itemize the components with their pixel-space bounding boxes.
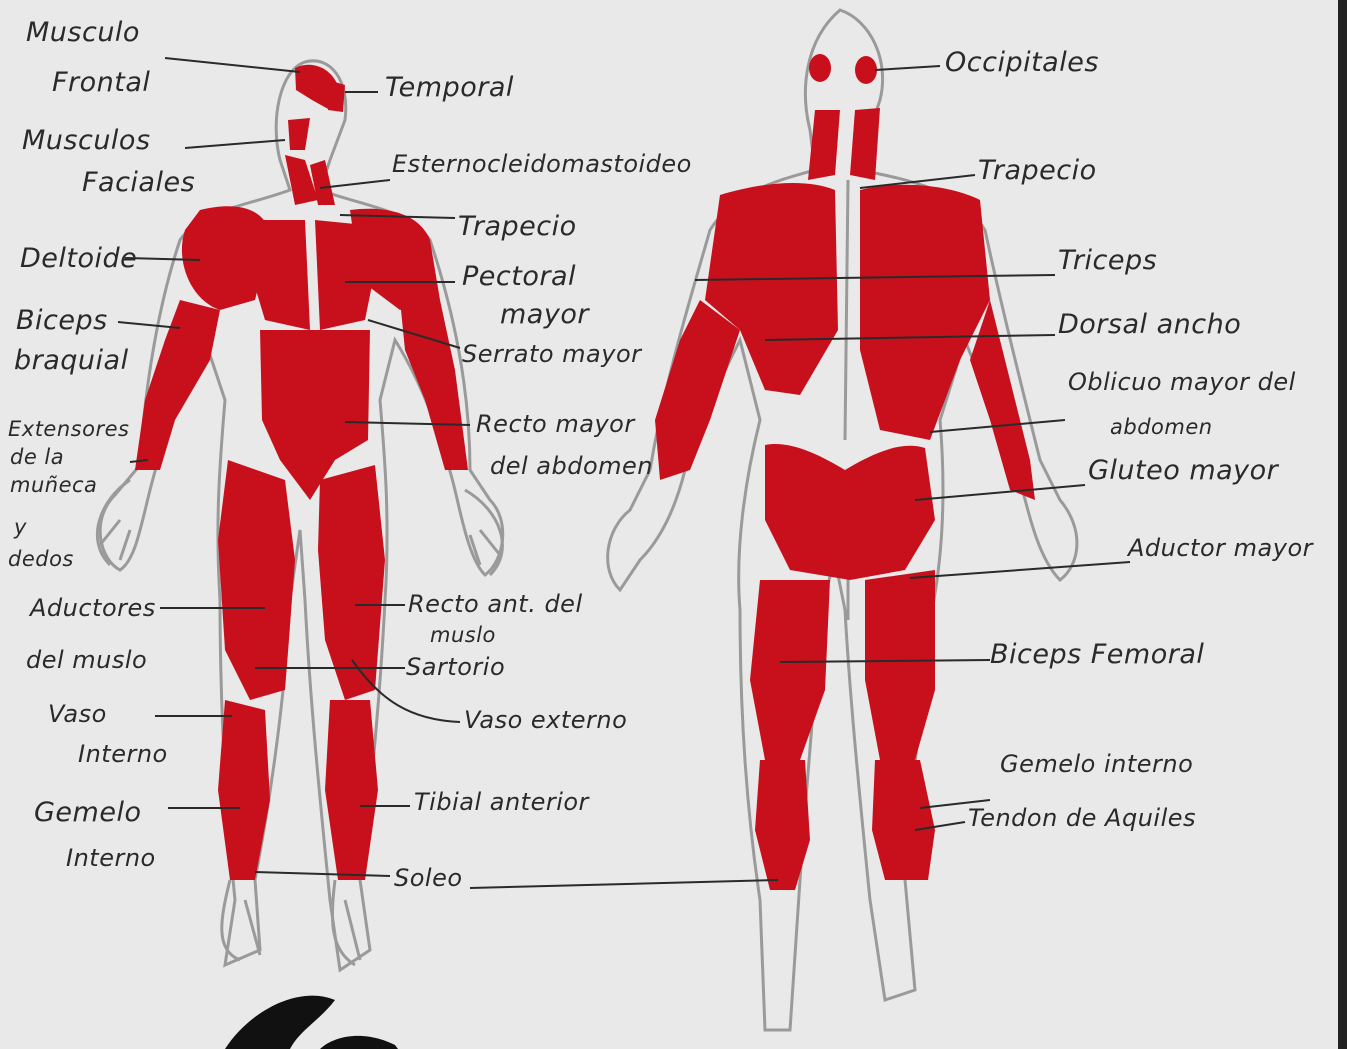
label-occipitales: Occipitales: [945, 48, 1099, 78]
label-musculos-faciales-2: Faciales: [82, 168, 195, 198]
front-left-calf: [218, 700, 270, 880]
label-biceps-1: Biceps: [16, 306, 108, 336]
back-right-thigh: [865, 570, 935, 760]
leader-soleo: [255, 872, 390, 876]
back-right-trapezius: [860, 185, 990, 440]
label-dorsal-ancho: Dorsal ancho: [1058, 310, 1241, 340]
label-recto-muslo-1: Recto ant. del: [408, 592, 583, 616]
front-left-thigh: [218, 460, 295, 700]
back-right-occipital: [855, 56, 877, 84]
label-serrato: Serrato mayor: [462, 342, 642, 366]
leader-faciales: [185, 140, 285, 148]
label-deltoide: Deltoide: [20, 244, 137, 274]
back-left-thigh: [750, 580, 830, 760]
back-right-calf: [872, 760, 935, 880]
label-tendon-aquiles: Tendon de Aquiles: [968, 806, 1196, 830]
label-soleo: Soleo: [394, 866, 463, 890]
front-left-foot: [222, 880, 260, 960]
label-biceps-2: braquial: [14, 346, 129, 376]
leader-esterno: [320, 180, 390, 188]
label-recto-abdomen-1: Recto mayor: [476, 412, 635, 436]
leader-aductor: [910, 562, 1130, 578]
front-chest: [250, 220, 310, 330]
label-aductor-mayor: Aductor mayor: [1128, 536, 1313, 560]
back-gluteus: [765, 444, 935, 580]
label-gemelo-interno-2: Interno: [66, 846, 156, 870]
label-sartorio: Sartorio: [406, 655, 505, 679]
label-musculos-faciales-1: Musculos: [22, 126, 151, 156]
right-edge-shadow: [1338, 0, 1347, 1049]
label-recto-muslo-2: muslo: [430, 624, 496, 646]
front-right-calf: [325, 700, 378, 880]
label-temporal: Temporal: [385, 73, 514, 103]
label-aductores-2: del muslo: [26, 648, 147, 672]
label-gemelo-interno-1: Gemelo: [34, 798, 141, 828]
label-triceps: Triceps: [1058, 246, 1157, 276]
back-left-arm: [655, 300, 740, 480]
back-left-occipital: [809, 54, 831, 82]
label-extensores-4: y: [14, 516, 27, 538]
label-musculo-frontal-2: Frontal: [52, 68, 150, 98]
front-left-hand: [97, 480, 130, 565]
front-facial-muscle: [288, 118, 310, 150]
label-trapecio-back: Trapecio: [978, 156, 1097, 186]
label-oblicuo-1: Oblicuo mayor del: [1068, 370, 1296, 394]
front-chest-right: [315, 220, 375, 330]
label-trapecio: Trapecio: [458, 212, 577, 242]
label-pectoral-1: Pectoral: [462, 262, 576, 292]
label-musculo-frontal-1: Musculo: [26, 18, 140, 48]
back-neck-left: [808, 110, 840, 180]
label-esterno: Esternocleidomastoideo: [392, 152, 692, 176]
leader-soleo-back: [470, 880, 778, 888]
label-tibial: Tibial anterior: [414, 790, 589, 814]
label-gluteo-mayor: Gluteo mayor: [1088, 456, 1278, 486]
back-neck-right: [850, 108, 880, 180]
label-vaso-externo: Vaso externo: [464, 708, 627, 732]
label-extensores-3: muñeca: [10, 474, 97, 496]
label-aductores-1: Aductores: [30, 596, 156, 620]
leader-occipitales: [875, 66, 940, 70]
front-right-arm: [400, 300, 468, 470]
marker-stroke-2: [320, 1036, 398, 1049]
label-oblicuo-2: abdomen: [1110, 416, 1213, 438]
label-extensores-2: de la: [10, 446, 64, 468]
leader-frontal: [165, 58, 300, 72]
label-recto-abdomen-2: del abdomen: [490, 454, 653, 478]
label-vaso-interno-2: Interno: [78, 742, 168, 766]
label-extensores-1: Extensores: [8, 418, 129, 440]
front-temporal-muscle: [328, 80, 345, 112]
label-biceps-femoral: Biceps Femoral: [990, 640, 1204, 670]
label-pectoral-2: mayor: [500, 300, 589, 330]
front-right-thigh: [318, 465, 385, 700]
label-vaso-interno-1: Vaso: [48, 702, 107, 726]
label-gemelo-interno-back: Gemelo interno: [1000, 752, 1193, 776]
label-extensores-5: dedos: [8, 548, 74, 570]
marker-stroke: [225, 996, 335, 1049]
